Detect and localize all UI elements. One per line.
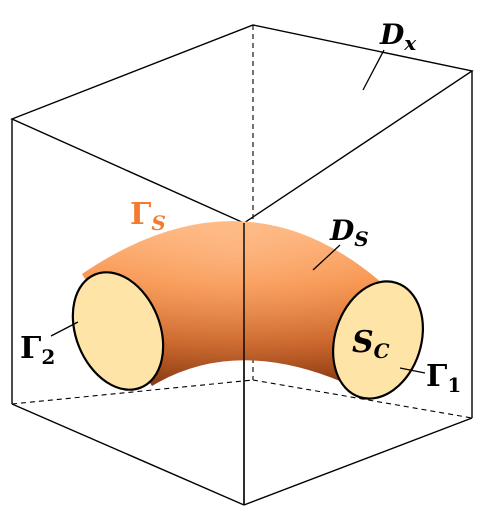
label-surface-gamma: ΓS (130, 197, 166, 235)
label-gamma-right: Γ1 (426, 359, 461, 397)
leader-lines (50, 49, 426, 374)
label-cross-section: SC (352, 325, 390, 363)
end-cap-right (331, 280, 425, 400)
label-domain-box: Dx (379, 18, 417, 55)
end-cap-left (71, 271, 165, 391)
label-gamma-left: Γ2 (20, 331, 55, 369)
label-domain-tube: DS (329, 214, 369, 251)
